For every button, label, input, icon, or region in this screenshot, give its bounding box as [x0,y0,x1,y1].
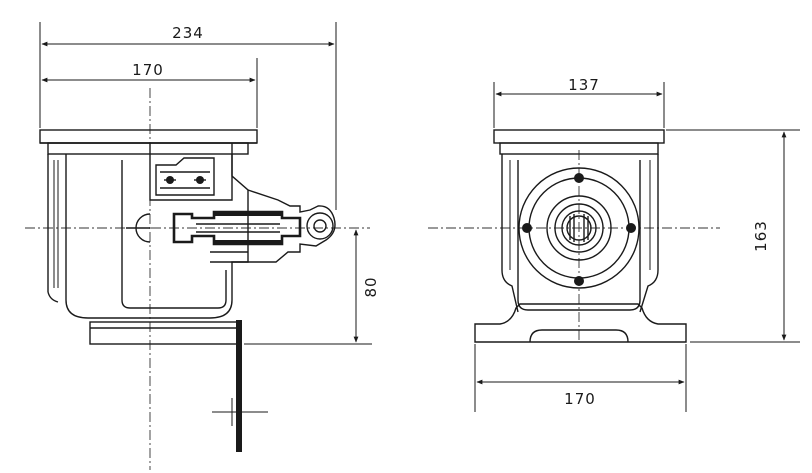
side-view [428,129,720,343]
front-housing-outline [47,154,249,319]
front-top-flange [39,129,258,144]
front-axis-height-label: 80 [362,276,380,297]
side-base-feet [474,303,687,343]
front-body-width-label: 170 [132,61,164,79]
side-outer-ring [518,167,640,289]
front-rod-outline [172,210,302,246]
side-bolt-bottom [574,276,584,286]
front-overall-width-label: 234 [172,24,204,42]
front-eye-outer [306,212,334,240]
front-right-extension [247,189,336,263]
side-shaft-bore [561,210,597,246]
side-dimension-base-width: 170 [474,344,687,412]
side-base-width-label: 170 [564,390,596,408]
front-dimension-body-width: 170 [39,58,258,128]
side-height-label: 163 [752,220,770,252]
side-bolt-left [522,223,532,233]
front-clamp-block [155,157,215,196]
side-top-width-label: 137 [568,76,600,94]
front-output-lever [236,320,242,452]
front-dimension-overall-width: 234 [39,22,337,210]
side-top-flange [493,129,665,144]
side-housing-outline [501,154,659,313]
side-dimension-height: 163 [666,129,800,343]
front-dimension-axis-height: 80 [244,229,380,345]
front-base-plate [89,321,239,345]
side-bolt-top [574,173,584,183]
front-view [25,88,370,470]
side-dimension-top-width: 137 [493,76,665,128]
front-eye-inner [313,219,327,233]
side-bolt-right [626,223,636,233]
